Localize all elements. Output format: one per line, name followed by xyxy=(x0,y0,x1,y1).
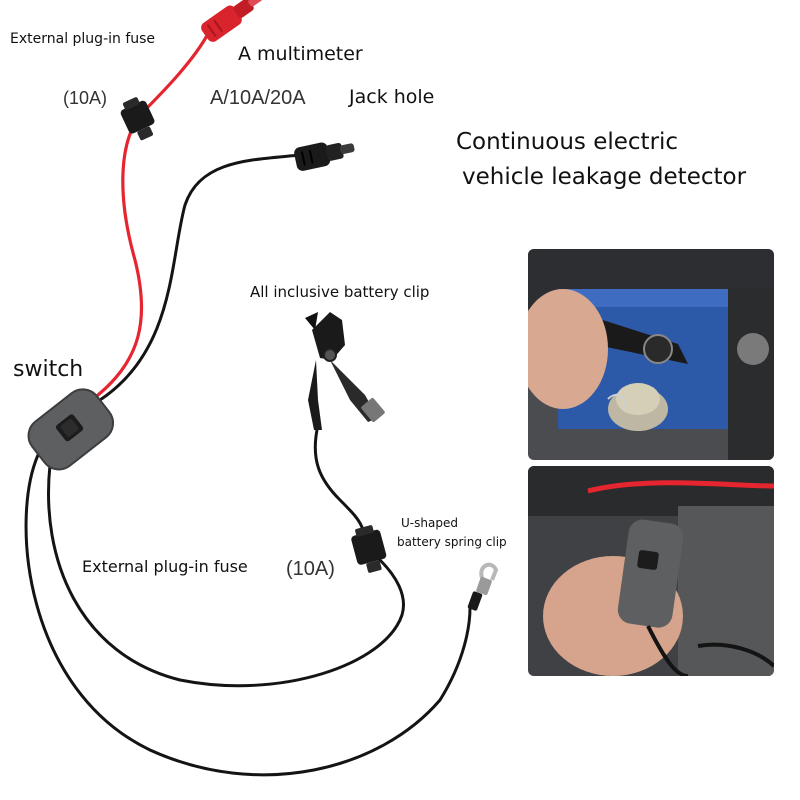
black-probe xyxy=(294,142,355,171)
inline-switch xyxy=(27,388,115,471)
label-fuse-top: External plug-in fuse xyxy=(10,31,156,47)
label-multimeter-ranges: A/10A/20A xyxy=(210,87,306,109)
label-battery-clip: All inclusive battery clip xyxy=(250,283,430,301)
red-probe xyxy=(201,0,264,42)
label-fuse-bottom-rating: (10A) xyxy=(286,558,335,580)
label-jack-hole: Jack hole xyxy=(349,86,435,108)
bottom-fuse-holder xyxy=(351,525,387,573)
black-wire-probe xyxy=(98,153,302,402)
alligator-clip xyxy=(305,312,385,430)
red-wire xyxy=(96,28,212,397)
title-line-2: vehicle leakage detector xyxy=(462,164,747,190)
title-line-1: Continuous electric xyxy=(456,129,679,155)
black-wire-loop-outer xyxy=(24,453,472,777)
label-switch: switch xyxy=(13,357,84,382)
label-u-clip-line-2: battery spring clip xyxy=(397,535,507,549)
hand-switch-photo xyxy=(528,466,774,676)
label-fuse-top-rating: (10A) xyxy=(63,88,108,108)
label-fuse-bottom: External plug-in fuse xyxy=(82,557,248,576)
u-spring-clip xyxy=(467,562,499,611)
black-wire-clip xyxy=(313,423,365,532)
label-u-clip-line-1: U-shaped xyxy=(401,516,458,530)
label-multimeter: A multimeter xyxy=(238,43,363,65)
battery-terminal-photo xyxy=(528,249,774,460)
top-fuse-holder xyxy=(120,97,155,141)
black-wire-loop-inner xyxy=(47,463,405,688)
